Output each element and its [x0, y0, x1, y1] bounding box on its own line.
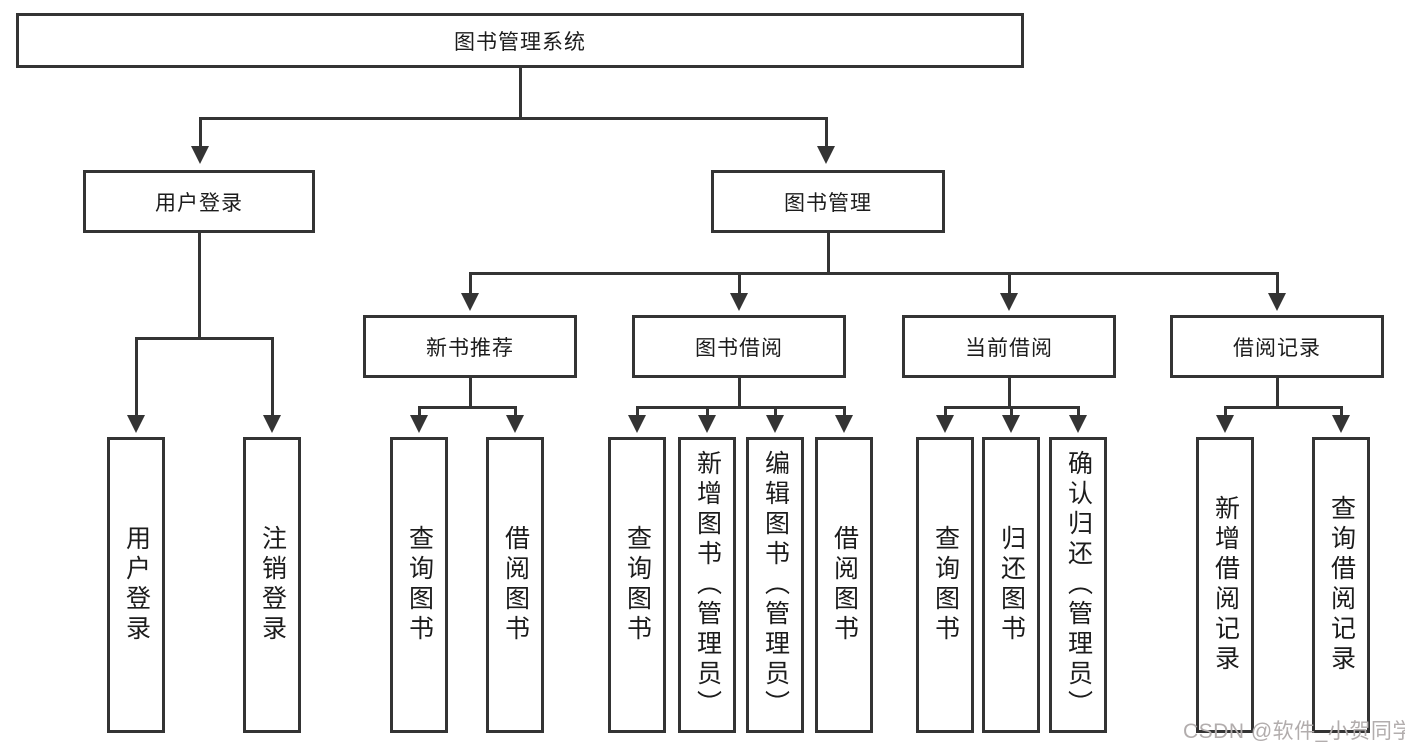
- arrow-down-icon: [1002, 415, 1020, 433]
- connector-records-hline: [1223, 406, 1343, 409]
- node-label: 归还图书: [997, 525, 1026, 645]
- node-label: 用户登录: [155, 191, 243, 215]
- node-new-book-recommend: 新书推荐: [363, 315, 577, 378]
- node-query-books-newbook: 查询图书: [390, 437, 448, 733]
- node-confirm-return-admin: 确认归还（管理员）: [1049, 437, 1107, 733]
- node-user-login-leaf: 用户登录: [107, 437, 165, 733]
- node-borrow-books-newbook: 借阅图书: [486, 437, 544, 733]
- connector-stem: [705, 406, 709, 415]
- connector-stem: [737, 272, 741, 293]
- connector-mgmt-vline: [826, 233, 830, 275]
- arrow-down-icon: [698, 415, 716, 433]
- arrow-down-icon: [461, 293, 479, 311]
- connector-login-hline: [134, 337, 274, 340]
- csdn-watermark: CSDN @软件_小贺同学: [1183, 720, 1405, 743]
- connector-borrow-hline: [635, 406, 846, 409]
- node-query-books-borrow: 查询图书: [608, 437, 666, 733]
- arrow-down-icon: [1216, 415, 1234, 433]
- connector-stem: [417, 406, 421, 415]
- connector-stem: [1275, 272, 1279, 293]
- node-query-books-current: 查询图书: [916, 437, 974, 733]
- connector-borrow-vline: [737, 378, 741, 409]
- connector-stem: [270, 337, 274, 415]
- arrow-down-icon: [1069, 415, 1087, 433]
- connector-records-vline: [1275, 378, 1279, 409]
- node-label: 新增借阅记录: [1211, 495, 1240, 675]
- node-label: 查询图书: [931, 525, 960, 645]
- arrow-down-icon: [628, 415, 646, 433]
- node-borrow-books: 借阅图书: [815, 437, 873, 733]
- node-library-management-system: 图书管理系统: [16, 13, 1024, 68]
- arrow-down-icon: [127, 415, 145, 433]
- node-label: 新书推荐: [426, 336, 514, 360]
- node-add-books-admin: 新增图书（管理员）: [678, 437, 736, 733]
- node-borrowing-records: 借阅记录: [1170, 315, 1384, 378]
- node-query-borrow-record: 查询借阅记录: [1312, 437, 1370, 733]
- node-label: 借阅图书: [830, 525, 859, 645]
- node-label: 图书管理系统: [454, 30, 586, 54]
- connector-current-vline: [1007, 378, 1011, 409]
- node-logout: 注销登录: [243, 437, 301, 733]
- connector-level1-hline: [198, 117, 828, 120]
- node-return-books: 归还图书: [982, 437, 1040, 733]
- node-label: 图书借阅: [695, 336, 783, 360]
- connector-stem: [635, 406, 639, 415]
- node-label: 图书管理: [784, 191, 872, 215]
- node-edit-books-admin: 编辑图书（管理员）: [746, 437, 804, 733]
- arrow-down-icon: [936, 415, 954, 433]
- node-add-borrow-record: 新增借阅记录: [1196, 437, 1254, 733]
- node-label: 编辑图书（管理员）: [761, 450, 790, 720]
- connector-stem: [773, 406, 777, 415]
- arrow-down-icon: [1332, 415, 1350, 433]
- node-book-borrowing: 图书借阅: [632, 315, 846, 378]
- connector-stem: [842, 406, 846, 415]
- node-label: 新增图书（管理员）: [693, 450, 722, 720]
- arrow-down-icon: [506, 415, 524, 433]
- arrow-down-icon: [766, 415, 784, 433]
- connector-trunk-vline: [518, 68, 522, 117]
- node-label: 查询图书: [405, 525, 434, 645]
- connector-stem: [1339, 406, 1343, 415]
- arrow-down-icon: [410, 415, 428, 433]
- node-label: 借阅图书: [501, 525, 530, 645]
- arrow-down-icon: [263, 415, 281, 433]
- arrow-down-icon: [1268, 293, 1286, 311]
- connector-stem: [513, 406, 517, 415]
- connector-stem: [1009, 406, 1013, 415]
- arrow-down-icon: [817, 146, 835, 164]
- node-label: 注销登录: [258, 525, 287, 645]
- node-book-management: 图书管理: [711, 170, 945, 233]
- connector-stem: [943, 406, 947, 415]
- connector-login-vline: [197, 233, 201, 340]
- node-user-login: 用户登录: [83, 170, 315, 233]
- arrow-down-icon: [1000, 293, 1018, 311]
- arrow-down-icon: [730, 293, 748, 311]
- node-label: 确认归还（管理员）: [1064, 450, 1093, 720]
- node-label: 用户登录: [122, 525, 151, 645]
- connector-stem: [468, 272, 472, 293]
- arrow-down-icon: [835, 415, 853, 433]
- connector-stem: [1223, 406, 1227, 415]
- node-label: 借阅记录: [1233, 336, 1321, 360]
- connector-stem: [824, 117, 828, 146]
- connector-stem: [1076, 406, 1080, 415]
- connector-stem: [1007, 272, 1011, 293]
- connector-stem: [198, 117, 202, 146]
- connector-newbook-vline: [468, 378, 472, 409]
- node-label: 查询借阅记录: [1327, 495, 1356, 675]
- connector-level2-hline: [468, 272, 1279, 275]
- node-label: 当前借阅: [965, 336, 1053, 360]
- connector-stem: [134, 337, 138, 415]
- connector-newbook-hline: [417, 406, 517, 409]
- node-label: 查询图书: [623, 525, 652, 645]
- arrow-down-icon: [191, 146, 209, 164]
- node-current-borrowing: 当前借阅: [902, 315, 1116, 378]
